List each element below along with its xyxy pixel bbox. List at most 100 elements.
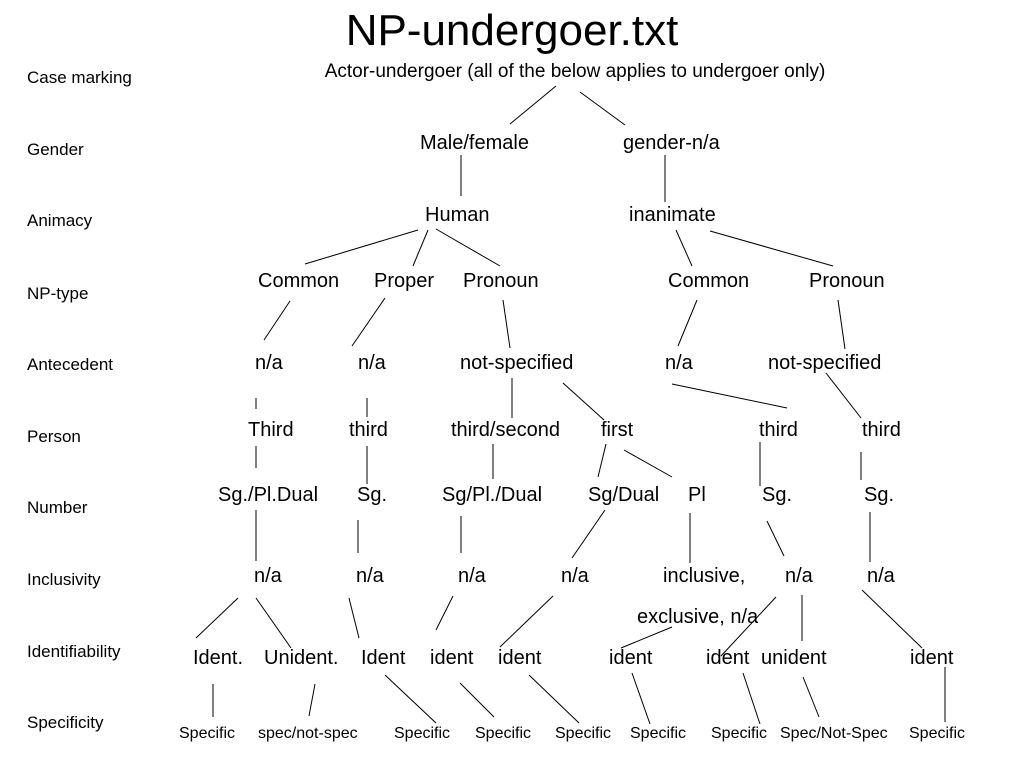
node-common: Common	[258, 270, 340, 292]
edge	[255, 597, 292, 649]
edge	[620, 626, 673, 649]
node-na: n/a	[358, 352, 386, 374]
node-specific: Specific	[909, 725, 966, 742]
edge	[528, 674, 580, 724]
edge	[709, 230, 834, 267]
row-label-inclusivity: Inclusivity	[27, 570, 101, 589]
node-ident: ident	[910, 647, 954, 669]
node-spec-not-spec: Spec/Not-Spec	[780, 725, 888, 742]
row-label-animacy: Animacy	[27, 211, 93, 230]
node-third: third	[862, 419, 901, 441]
node-specific: Specific	[394, 725, 451, 742]
edge	[412, 229, 429, 267]
node-pronoun: Pronoun	[809, 270, 885, 292]
row-label-case-marking: Case marking	[27, 68, 132, 87]
row-label-np-type: NP-type	[27, 284, 89, 303]
edge	[802, 676, 820, 718]
node-sg-pl-dual: Sg./Pl.Dual	[218, 484, 319, 506]
node-third: Third	[248, 419, 294, 441]
edge	[435, 228, 501, 267]
node-pl: Pl	[688, 484, 706, 506]
node-na: n/a	[356, 565, 384, 587]
edge	[304, 229, 419, 265]
row-label-person: Person	[27, 427, 81, 446]
node-specific: Specific	[630, 725, 687, 742]
edge	[677, 299, 698, 347]
node-na: n/a	[255, 352, 283, 374]
edge	[675, 229, 693, 267]
edge	[348, 597, 360, 639]
node-na: n/a	[665, 352, 693, 374]
node-third: third	[349, 419, 388, 441]
edge	[597, 443, 607, 478]
edge	[720, 596, 777, 657]
edge	[351, 297, 386, 347]
node-specific: Specific	[475, 725, 532, 742]
node-sg-dual: Sg/Dual	[588, 484, 660, 506]
node-ident: ident	[609, 647, 653, 669]
edge	[509, 85, 557, 125]
node-sg: Sg.	[864, 484, 895, 506]
edge	[308, 683, 316, 717]
node-third-second: third/second	[451, 419, 560, 441]
node-male-female: Male/female	[420, 132, 529, 154]
node-sg: Sg.	[357, 484, 388, 506]
node-na: n/a	[254, 565, 282, 587]
node-ident: ident	[706, 647, 750, 669]
node-ident: ident	[430, 647, 474, 669]
edge	[861, 589, 923, 649]
slide-title: NP-undergoer.txt	[345, 6, 679, 55]
edge	[459, 682, 495, 718]
node-na: n/a	[785, 565, 813, 587]
node-not-specified: not-specified	[460, 352, 574, 374]
edge	[195, 597, 239, 639]
node-na: n/a	[867, 565, 895, 587]
edge	[384, 674, 437, 724]
node-proper: Proper	[374, 270, 435, 292]
node-specific: Specific	[711, 725, 768, 742]
node-common: Common	[668, 270, 750, 292]
edge	[825, 372, 862, 419]
edge	[263, 300, 291, 341]
edge	[499, 595, 554, 648]
node-sg-pl-dual: Sg/Pl./Dual	[442, 484, 543, 506]
edge	[837, 299, 846, 350]
edge	[742, 672, 761, 725]
node-na: n/a	[458, 565, 486, 587]
node-sg: Sg.	[762, 484, 793, 506]
node-inanimate: inanimate	[629, 204, 716, 226]
node-third: third	[759, 419, 798, 441]
node-inclusive: inclusive,	[663, 565, 746, 587]
row-label-number: Number	[27, 498, 88, 517]
node-unident: Unident.	[264, 647, 339, 669]
edge	[579, 91, 626, 126]
node-human: Human	[425, 204, 490, 226]
node-pronoun: Pronoun	[463, 270, 539, 292]
row-label-antecedent: Antecedent	[27, 355, 114, 374]
node-exclusive-na: exclusive, n/a	[637, 606, 759, 628]
node-spec-not-spec: spec/not-spec	[258, 725, 358, 742]
edge	[766, 520, 785, 557]
node-ident: ident	[498, 647, 542, 669]
row-label-identifiability: Identifiability	[27, 642, 121, 661]
edge	[631, 672, 651, 725]
node-specific: Specific	[555, 725, 612, 742]
node-gender-na: gender-n/a	[623, 132, 720, 154]
edge	[571, 509, 606, 559]
row-label-specificity: Specificity	[27, 713, 104, 732]
node-not-specified: not-specified	[768, 352, 882, 374]
node-ident: Ident.	[193, 647, 244, 669]
node-specific: Specific	[179, 725, 236, 742]
node-na: n/a	[561, 565, 589, 587]
edge	[671, 383, 788, 409]
node-ident: Ident	[361, 647, 406, 669]
edge	[623, 449, 673, 478]
edge	[435, 595, 454, 631]
row-label-gender: Gender	[27, 140, 84, 159]
edge	[502, 299, 511, 349]
node-first: first	[601, 419, 634, 441]
node-unident: unident	[761, 647, 827, 669]
edge	[562, 382, 605, 421]
